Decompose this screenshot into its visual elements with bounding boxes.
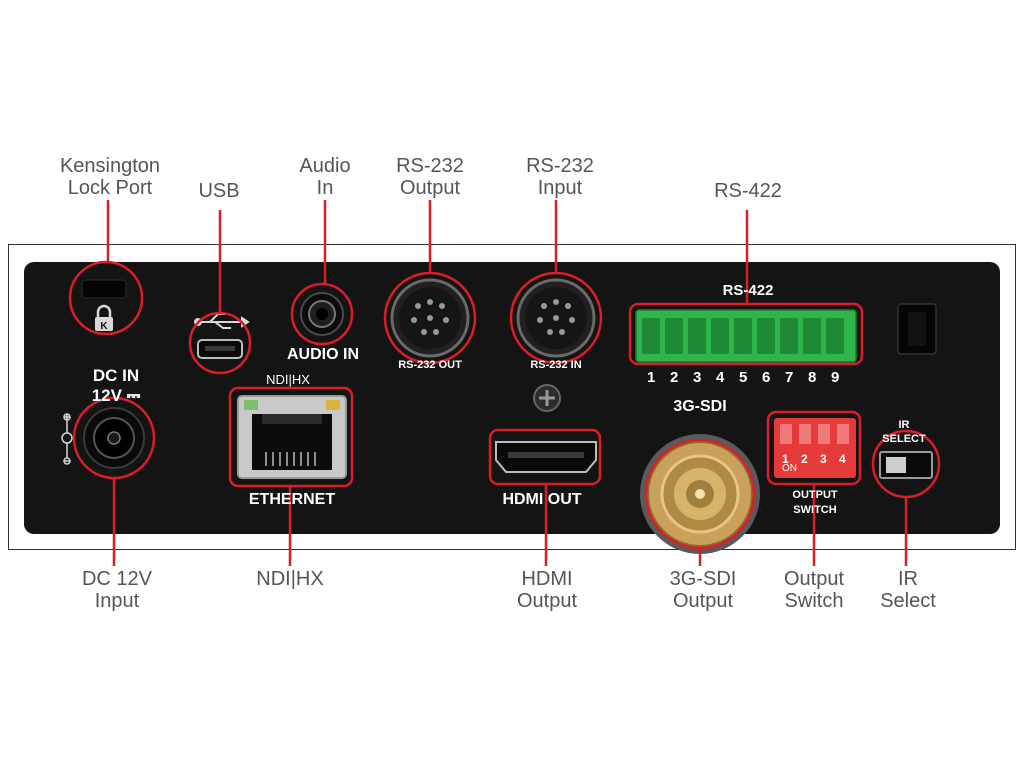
- panel-label-ir-select: IR SELECT: [882, 418, 925, 446]
- lock-icon: K: [95, 304, 113, 332]
- audio-in-jack: [300, 292, 344, 336]
- callout-line: Input: [94, 590, 140, 612]
- output-switch-line-1: OUTPUT: [792, 489, 838, 501]
- usb-port: [197, 339, 243, 359]
- panel-label-ethernet: ETHERNET: [248, 491, 336, 508]
- panel-label-rs232-out: RS-232 OUT: [398, 359, 462, 371]
- panel-label-rs232-in: RS-232 IN: [530, 359, 582, 371]
- callout-rs232-input: RS-232 Input: [526, 155, 594, 199]
- callout-3g-sdi-output: 3G-SDI Output: [670, 568, 737, 612]
- dip-on-label: ON: [782, 463, 797, 474]
- callout-ir-select: IR Select: [880, 568, 936, 612]
- terminal-number-6: 6: [762, 369, 771, 386]
- callout-line: 3G-SDI: [669, 568, 737, 590]
- callout-line: NDI|HX: [256, 568, 324, 590]
- callout-output-switch: Output Switch: [784, 568, 844, 612]
- callout-line: RS-422: [714, 180, 782, 202]
- callout-audio-in: Audio In: [299, 155, 350, 199]
- callout-kensington-lock-port: Kensington Lock Port: [60, 155, 160, 199]
- callout-line: Audio: [299, 155, 351, 177]
- callout-line: USB: [198, 180, 240, 202]
- dip-number-2: 2: [801, 452, 808, 466]
- svg-text:K: K: [100, 321, 108, 332]
- ir-select-line-1: IR: [898, 419, 910, 431]
- panel-label-dc-voltage: 12V ⎓: [91, 386, 141, 405]
- panel-label-dc-in: DC IN: [92, 366, 140, 385]
- output-switch-line-2: SWITCH: [793, 504, 837, 516]
- terminal-number-2: 2: [670, 369, 679, 386]
- dip-number-1: 1: [782, 452, 789, 466]
- terminal-number-8: 8: [808, 369, 817, 386]
- dc-polarity-icon: [61, 413, 73, 465]
- sdi-bnc-connector: [640, 434, 760, 554]
- callout-hdmi-output: HDMI Output: [517, 568, 577, 612]
- rs232-in-port: [516, 278, 596, 358]
- dip-number-3: 3: [820, 452, 827, 466]
- callout-line: Switch: [784, 590, 844, 612]
- panel-label-hdmi-out: HDMI OUT: [502, 491, 582, 508]
- terminal-number-1: 1: [647, 369, 656, 386]
- dc-in-barrel-jack: [83, 407, 145, 469]
- callout-usb: USB: [198, 180, 239, 202]
- callout-line: Kensington: [59, 155, 161, 177]
- callout-dc12v-input: DC 12V Input: [82, 568, 152, 612]
- callout-line: Output: [516, 590, 578, 612]
- leader-lines: [106, 200, 908, 566]
- rs422-terminal-block: [635, 309, 857, 363]
- ndi-logo: NDI|HX: [266, 372, 310, 387]
- callout-line: Lock Port: [67, 177, 153, 199]
- callout-line: RS-232: [396, 155, 464, 177]
- callout-line: RS-232: [526, 155, 594, 177]
- callout-ndi-hx: NDI|HX: [256, 568, 323, 590]
- output-dip-switch: [774, 418, 856, 478]
- device-frame: [8, 244, 1016, 550]
- panel-label-audio-in: AUDIO IN: [287, 346, 359, 363]
- ir-select-switch: [879, 451, 933, 479]
- terminal-number-5: 5: [739, 369, 748, 386]
- terminal-number-7: 7: [785, 369, 794, 386]
- terminal-number-4: 4: [716, 369, 725, 386]
- callout-line: In: [316, 177, 334, 199]
- panel-label-output-switch: OUTPUT SWITCH: [792, 488, 837, 518]
- callout-line: DC 12V: [81, 568, 153, 590]
- callout-rs232-output: RS-232 Output: [396, 155, 464, 199]
- ir-receiver-window: [897, 303, 937, 355]
- callout-line: HDMI: [521, 568, 573, 590]
- callout-rs422: RS-422: [714, 180, 782, 202]
- terminal-number-3: 3: [693, 369, 702, 386]
- kensington-lock-slot: [81, 279, 127, 299]
- terminal-number-9: 9: [831, 369, 840, 386]
- callout-line: Input: [537, 177, 583, 199]
- callout-line: Output: [783, 568, 845, 590]
- panel-label-3g-sdi: 3G-SDI: [673, 398, 727, 415]
- dip-number-4: 4: [839, 452, 846, 466]
- ethernet-port: [237, 395, 347, 479]
- callout-line: IR: [898, 568, 918, 590]
- callout-line: Output: [672, 590, 734, 612]
- callout-line: Select: [880, 590, 936, 612]
- rs232-out-port: [390, 278, 470, 358]
- hdmi-out-port: [495, 441, 597, 473]
- panel-label-rs422: RS-422: [722, 282, 774, 299]
- screw-icon: [533, 384, 561, 412]
- ir-select-line-2: SELECT: [882, 433, 926, 445]
- callout-line: Output: [399, 177, 461, 199]
